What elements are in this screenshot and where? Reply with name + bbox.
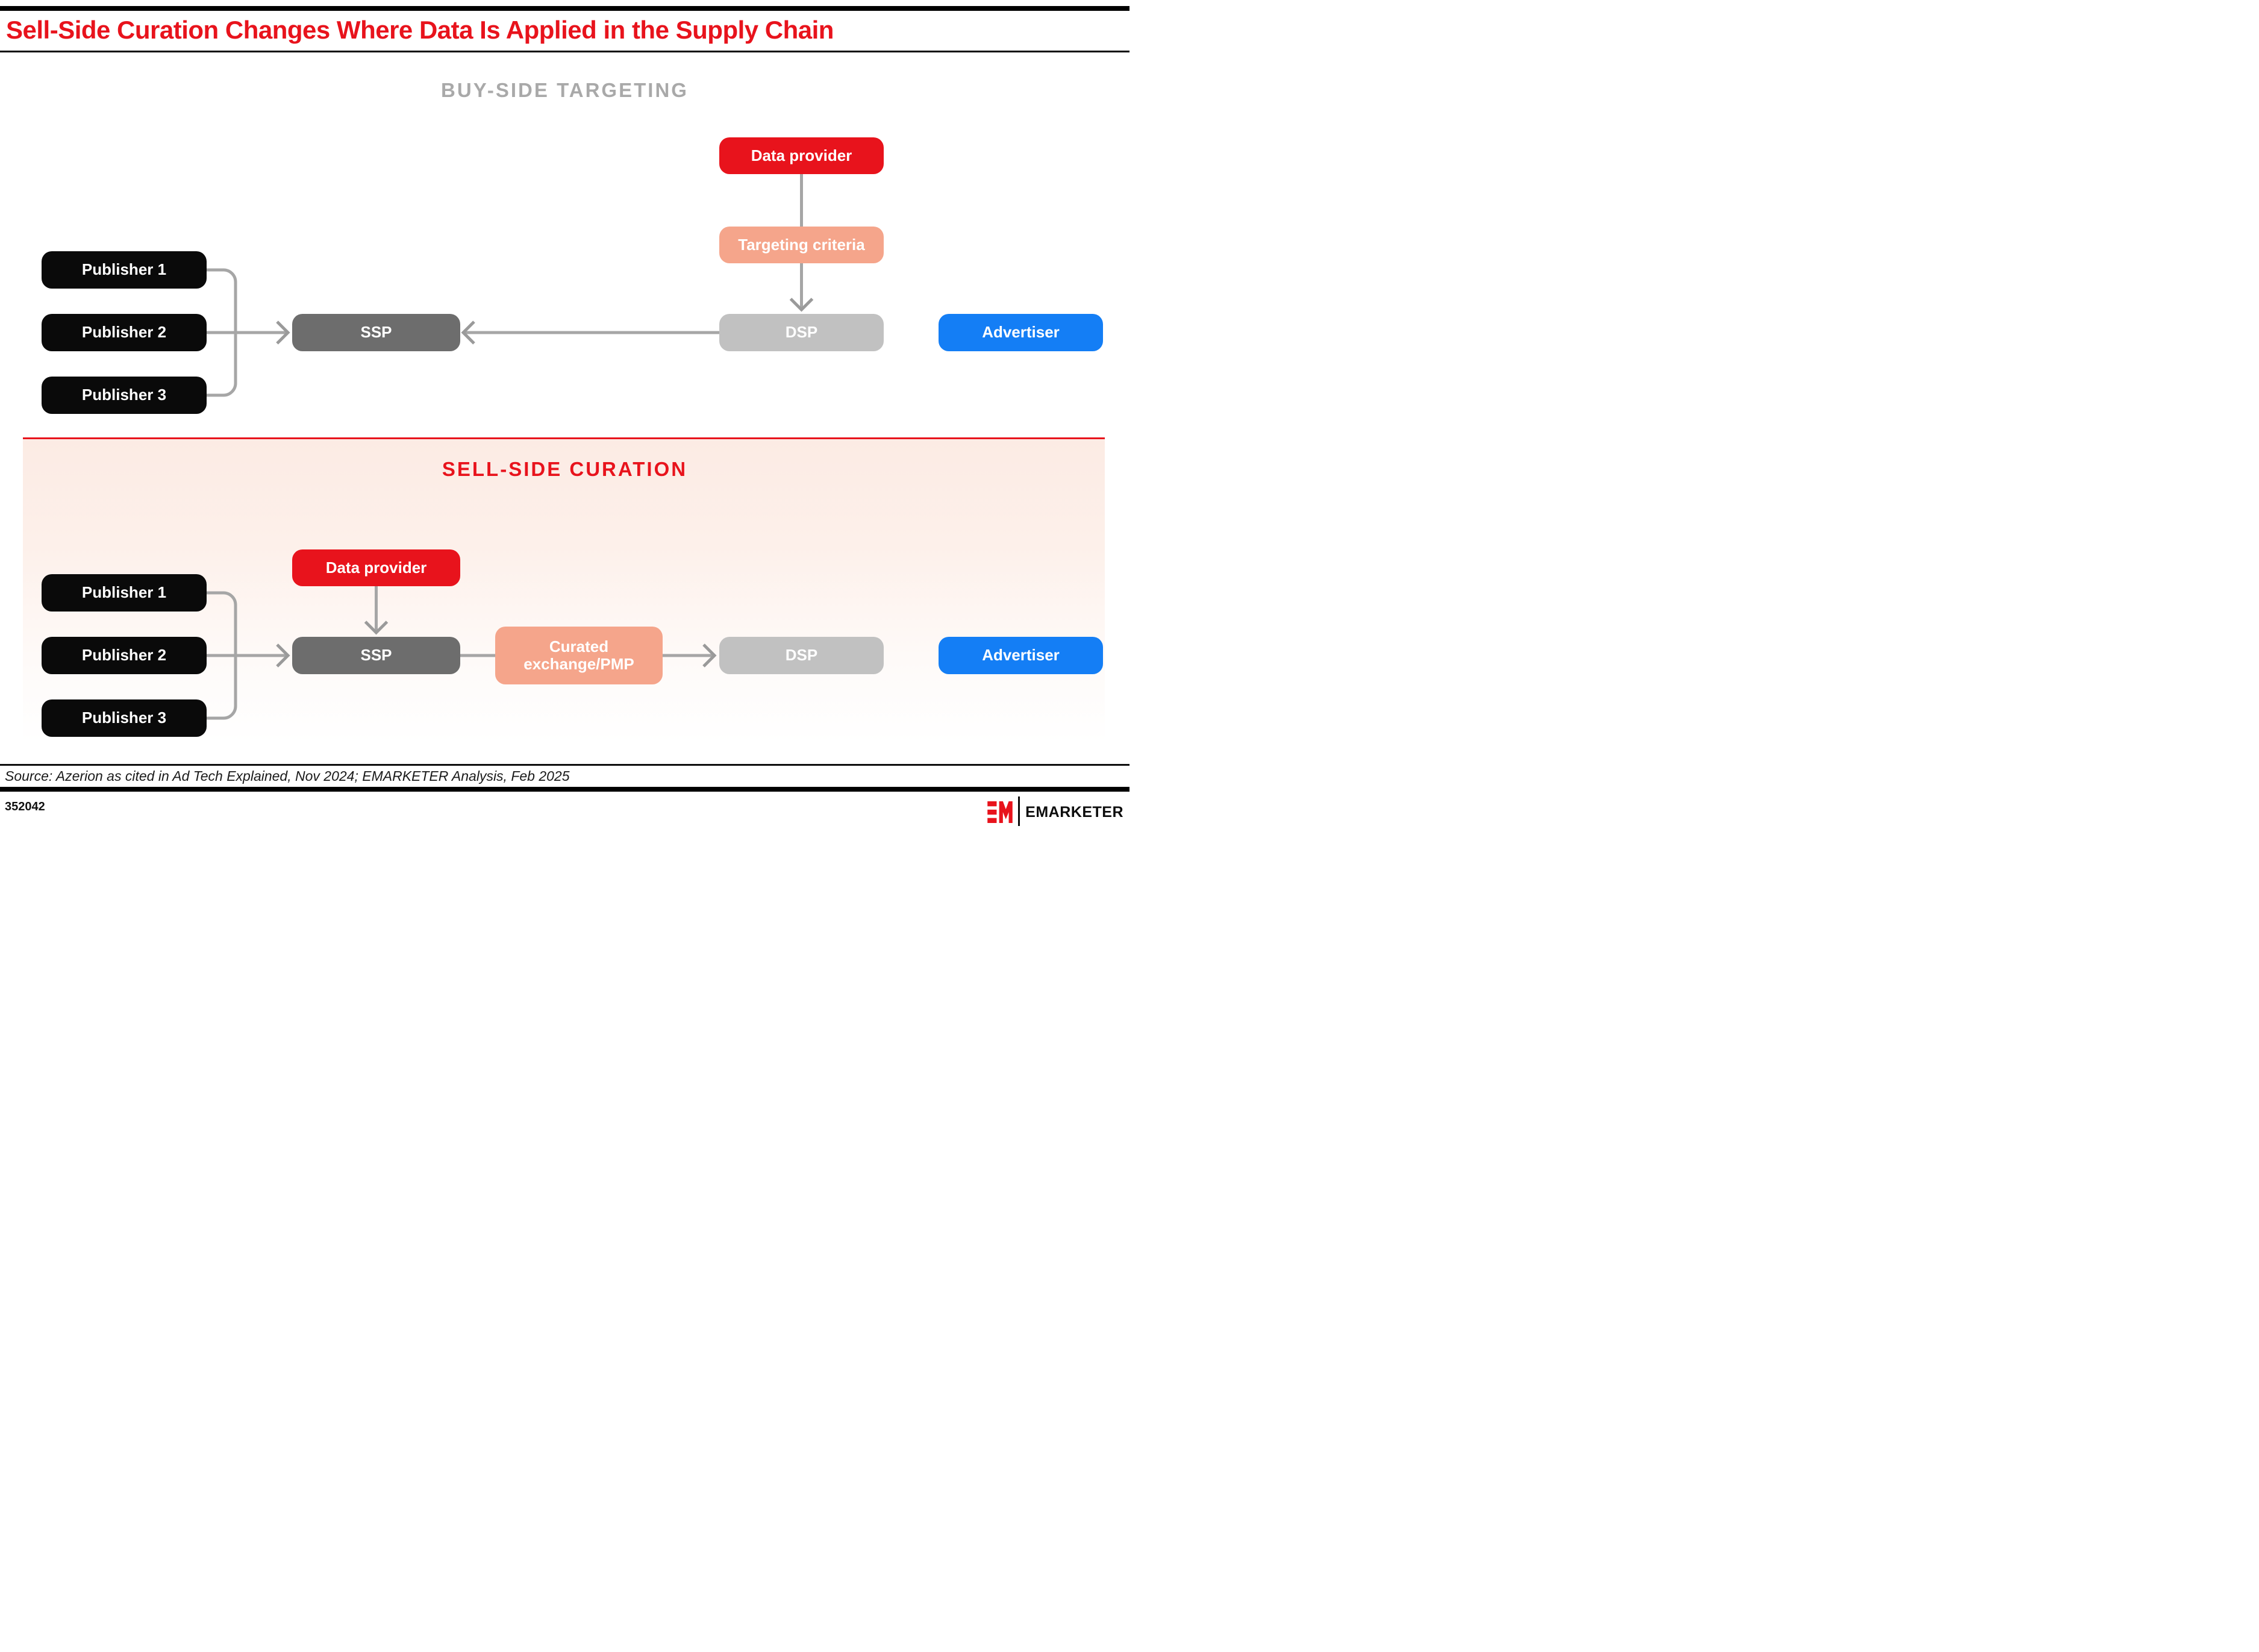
- buy-dsp-node: DSP: [719, 314, 884, 351]
- sell-publisher-2-node: Publisher 2: [42, 637, 207, 674]
- sell-dsp-node: DSP: [719, 637, 884, 674]
- sell-ssp-node: SSP: [292, 637, 460, 674]
- sell-data-provider-node: Data provider: [292, 549, 460, 586]
- logo-divider: [1018, 796, 1020, 826]
- buy-arrowhead-into-ssp-right-icon: [461, 321, 475, 345]
- source-note: Source: Azerion as cited in Ad Tech Expl…: [5, 768, 570, 784]
- emarketer-logo: EMARKETER: [987, 796, 1123, 826]
- buy-publisher-3-node: Publisher 3: [42, 377, 207, 414]
- buy-data-provider-node: Data provider: [719, 137, 884, 174]
- footer-bar: [0, 787, 1130, 792]
- sell-curated-exchange-node: Curated exchange/PMP: [495, 627, 663, 684]
- page-title: Sell-Side Curation Changes Where Data Is…: [6, 16, 834, 44]
- buy-side-heading: BUY-SIDE TARGETING: [441, 79, 689, 101]
- buy-arrowhead-into-dsp-icon: [789, 298, 814, 312]
- brand-name: EMARKETER: [1025, 803, 1123, 821]
- emarketer-chart: Sell-Side Curation Changes Where Data Is…: [0, 0, 1130, 826]
- buy-advertiser-node: Advertiser: [939, 314, 1103, 351]
- chart-id: 352042: [5, 800, 45, 813]
- buy-ssp-node: SSP: [292, 314, 460, 351]
- section-divider: [23, 437, 1105, 439]
- em-logo-icon: [987, 801, 1013, 823]
- source-top-rule: [0, 764, 1130, 766]
- sell-publisher-1-node: Publisher 1: [42, 574, 207, 612]
- sell-advertiser-node: Advertiser: [939, 637, 1103, 674]
- title-underline: [0, 51, 1130, 52]
- buy-arrowhead-into-ssp-icon: [276, 321, 290, 345]
- sell-publisher-3-node: Publisher 3: [42, 699, 207, 737]
- sell-side-heading: SELL-SIDE CURATION: [442, 458, 688, 480]
- buy-publishers-bracket: [207, 268, 237, 397]
- top-rule: [0, 6, 1130, 11]
- buy-publisher-2-node: Publisher 2: [42, 314, 207, 351]
- buy-targeting-criteria-node: Targeting criteria: [719, 227, 884, 263]
- buy-publisher-1-node: Publisher 1: [42, 251, 207, 289]
